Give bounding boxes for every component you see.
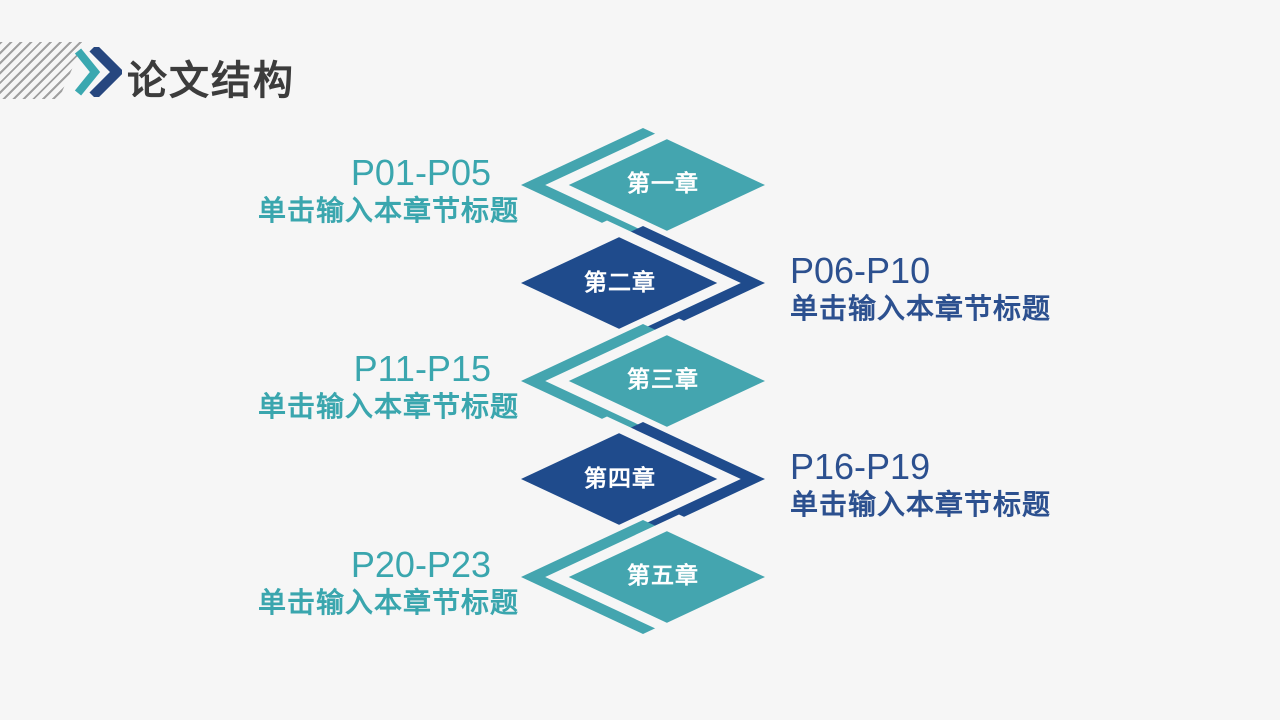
page-range-5: P20-P23 [350, 544, 491, 585]
slide-title: 论文结构 [127, 59, 295, 103]
page-range-2: P06-P10 [790, 250, 931, 291]
caption-chapter-3: P11-P15 单击输入本章节标题 [258, 347, 519, 423]
diamond-shape-5 [521, 520, 765, 634]
diamond-shape-1 [521, 128, 765, 242]
chapter-title-placeholder-2[interactable]: 单击输入本章节标题 [790, 293, 1052, 324]
caption-chapter-4: P16-P19 单击输入本章节标题 [790, 445, 1051, 521]
chapter-label-3: 第三章 [627, 366, 699, 392]
diamond-shape-3 [521, 324, 765, 438]
chevron-teal-stroke [74, 48, 101, 96]
diamond-cut-1 [545, 122, 813, 248]
caption-chapter-1: P01-P05 单击输入本章节标题 [258, 151, 519, 227]
chapter-label-1: 第一章 [627, 170, 699, 196]
caption-chapter-5: P20-P23 单击输入本章节标题 [258, 543, 519, 619]
diamond-unit-5: 第五章 [521, 514, 813, 640]
diamond-unit-3: 第三章 [521, 318, 813, 444]
diamond-cut-3 [545, 318, 813, 444]
page-range-3: P11-P15 [353, 348, 491, 389]
chapter-title-placeholder-5[interactable]: 单击输入本章节标题 [257, 587, 519, 618]
diamond-unit-4: 第四章 [473, 416, 765, 542]
page-range-4: P16-P19 [790, 446, 931, 487]
chapter-label-5: 第五章 [627, 562, 699, 588]
chapter-title-placeholder-4[interactable]: 单击输入本章节标题 [790, 489, 1052, 520]
diamond-cut-2 [473, 220, 741, 346]
chevron-navy-stroke [89, 47, 122, 97]
diamond-unit-1: 第一章 [521, 122, 813, 248]
chapter-label-2: 第二章 [584, 269, 656, 295]
page-range-1: P01-P05 [350, 152, 491, 193]
double-chevron-icon [74, 47, 122, 97]
chapter-title-placeholder-1[interactable]: 单击输入本章节标题 [257, 195, 519, 226]
diamond-shape-2 [521, 226, 765, 340]
diamond-cut-4 [473, 416, 741, 542]
diamond-cut-5 [545, 514, 813, 640]
diamond-shape-4 [521, 422, 765, 536]
chapter-title-placeholder-3[interactable]: 单击输入本章节标题 [257, 391, 519, 422]
diamond-unit-2: 第二章 [473, 220, 765, 346]
caption-chapter-2: P06-P10 单击输入本章节标题 [790, 249, 1051, 325]
chapter-label-4: 第四章 [584, 465, 656, 491]
